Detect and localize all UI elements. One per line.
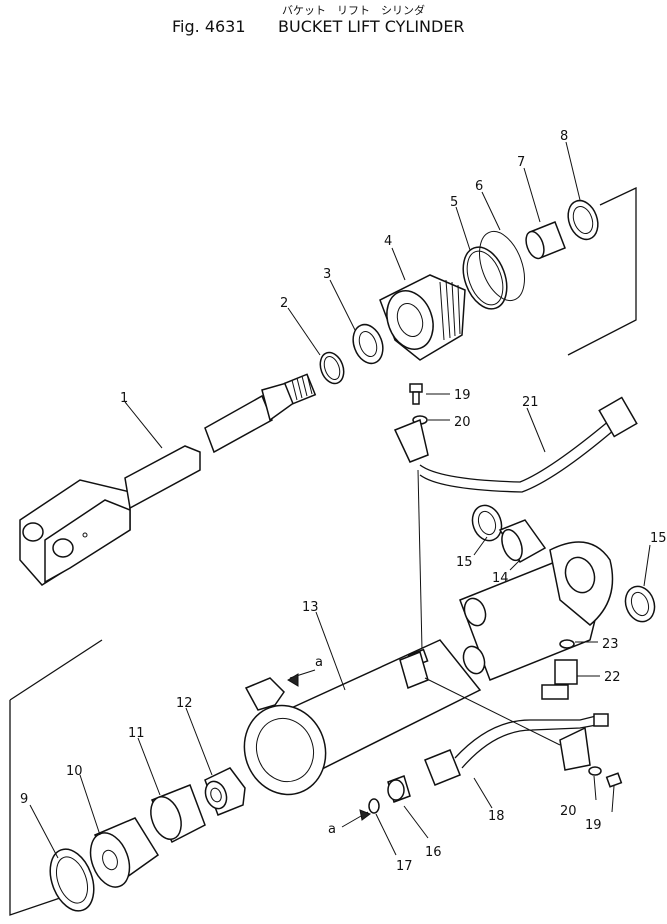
assembly-bracket-bottom [9, 639, 103, 916]
leader-lines [29, 141, 651, 859]
cylinder-head [379, 274, 466, 361]
figure-number: Fig. 4631 [172, 17, 246, 36]
tube-21 [393, 396, 638, 493]
label-part-19-bottom: 19 [585, 818, 602, 833]
wear-ring [150, 784, 206, 844]
label-part-19-top: 19 [454, 388, 471, 403]
label-part-15-right: 15 [650, 531, 667, 546]
label-part-2: 2 [280, 296, 288, 311]
label-part-16: 16 [425, 845, 442, 860]
label-part-20-top: 20 [454, 415, 471, 430]
label-part-17: 17 [396, 859, 413, 874]
bushing-14 [498, 519, 547, 564]
seal-15-top [471, 504, 503, 542]
o-ring-17 [368, 798, 380, 814]
label-part-3: 3 [323, 267, 331, 282]
cylinder-tube [243, 639, 482, 796]
label-part-21: 21 [522, 395, 539, 410]
o-ring-6 [479, 230, 525, 302]
label-part-8: 8 [560, 129, 568, 144]
label-part-18: 18 [488, 809, 505, 824]
bolt-19-top [409, 383, 423, 405]
label-part-13: 13 [302, 600, 319, 615]
cylinder-bottom [459, 541, 614, 681]
rod-bearing [352, 323, 384, 365]
seal-9 [49, 848, 95, 912]
rod-thread [283, 373, 317, 405]
diagram-title: BUCKET LIFT CYLINDER [278, 17, 465, 36]
label-part-1: 1 [120, 391, 128, 406]
bolt-19-bottom [605, 772, 623, 788]
washer-20-bottom [588, 766, 602, 776]
piston [89, 817, 160, 888]
o-ring-23 [559, 639, 575, 649]
ref-mark-a-lower: a [328, 809, 372, 837]
label-part-4: 4 [384, 234, 392, 249]
svg-text:a: a [328, 822, 336, 837]
piston-nut [204, 767, 246, 816]
label-part-14: 14 [492, 571, 509, 586]
ref-mark-a-upper: a [287, 655, 323, 687]
snap-ring [319, 351, 345, 385]
label-part-9: 9 [20, 792, 28, 807]
assembly-bracket-top [567, 186, 637, 356]
label-part-11: 11 [128, 726, 145, 741]
elbow-22 [541, 659, 578, 700]
label-part-5: 5 [450, 195, 458, 210]
piston-rod [19, 373, 317, 586]
svg-text:a: a [315, 655, 323, 670]
label-part-12: 12 [176, 696, 193, 711]
bushing-7 [525, 221, 566, 260]
label-part-20-bottom: 20 [560, 804, 577, 819]
label-part-7: 7 [517, 155, 525, 170]
title-japanese: バケット リフト シリンダ [282, 3, 425, 17]
tube-18 [424, 713, 609, 786]
seal-15-right [624, 585, 656, 623]
label-part-10: 10 [66, 764, 83, 779]
label-part-15-top: 15 [456, 555, 473, 570]
seal-8 [567, 199, 599, 241]
label-part-23: 23 [602, 637, 619, 652]
fitting-16 [387, 775, 411, 803]
label-part-22: 22 [604, 670, 621, 685]
label-part-6: 6 [475, 179, 483, 194]
